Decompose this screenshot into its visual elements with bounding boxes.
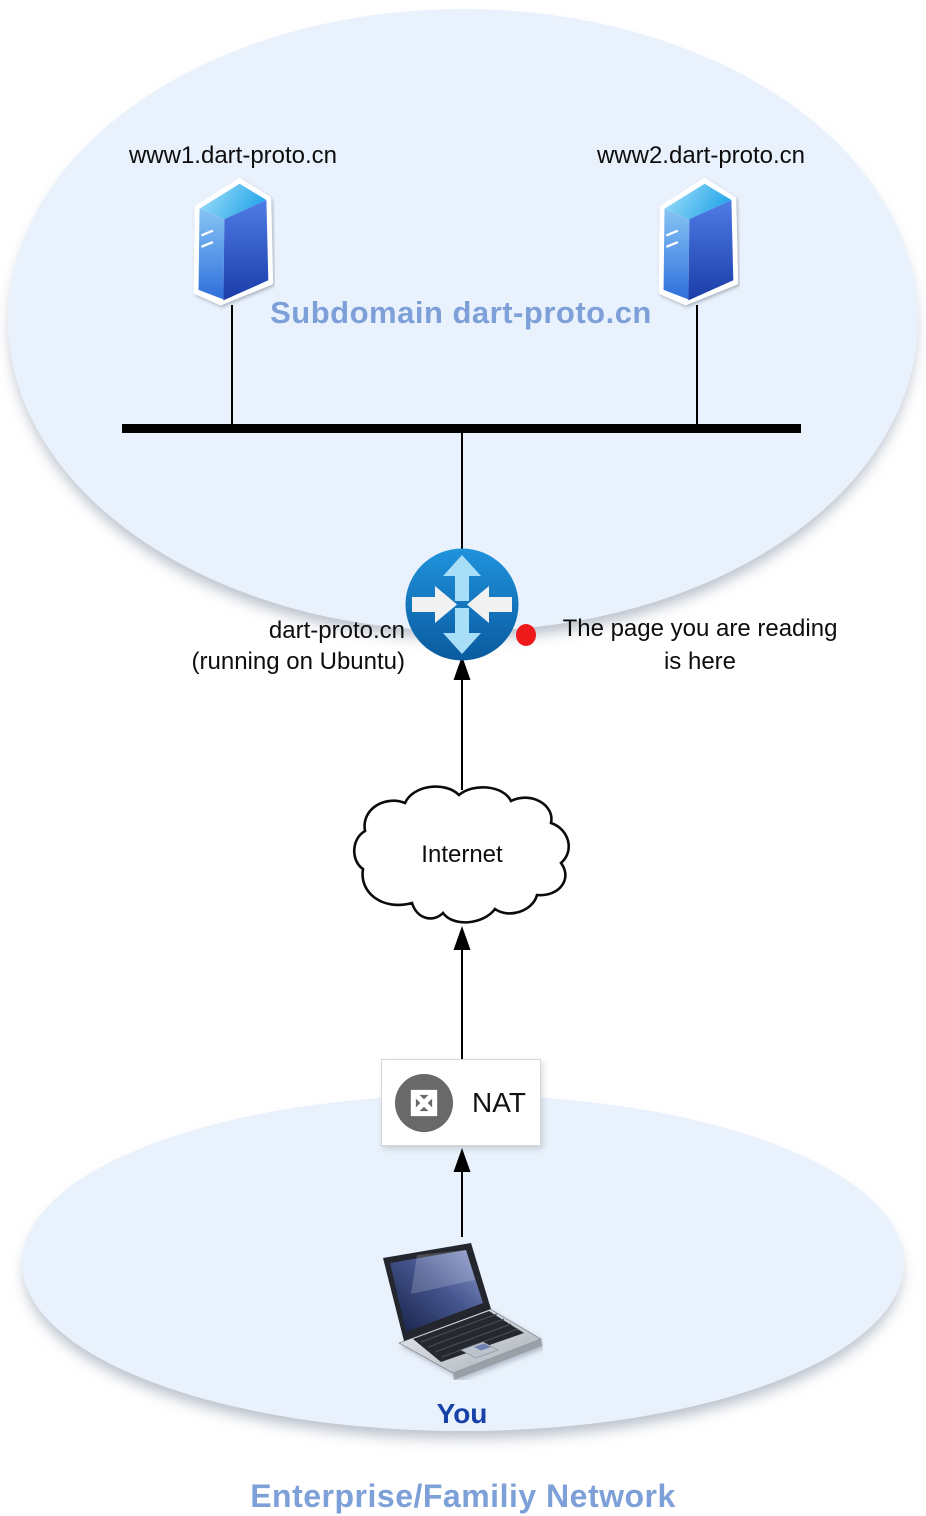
laptop-icon: [383, 1243, 542, 1380]
cloud-icon: [352, 785, 571, 924]
page-location-annotation: The page you are reading is here: [545, 612, 855, 678]
nat-router-icon: [394, 1073, 454, 1132]
server2-hostname: www2.dart-proto.cn: [596, 142, 806, 169]
you-label: You: [436, 1398, 488, 1429]
router-icon: [405, 548, 519, 661]
router-name-label: dart-proto.cn (running on Ubuntu): [150, 615, 405, 677]
annotation-line2: is here: [663, 648, 737, 675]
arrow-up-icon: [453, 926, 471, 950]
server-tower-icon: [658, 178, 739, 306]
arrow-up-icon: [453, 656, 471, 680]
subdomain-title: Subdomain dart-proto.cn: [270, 295, 652, 330]
router-name-line2: (running on Ubuntu): [191, 648, 405, 675]
annotation-line1: The page you are reading: [562, 615, 838, 642]
server1-hostname: www1.dart-proto.cn: [128, 142, 338, 169]
router-arrow-down: [443, 608, 481, 654]
router-arrow-up: [443, 555, 481, 601]
router-arrow-inward-left: [412, 586, 457, 623]
server-tower-icon: [193, 178, 274, 306]
red-dot-marker: [516, 624, 536, 646]
arrow-up-icon: [453, 1148, 471, 1172]
enterprise-network-title: Enterprise/Familiy Network: [250, 1478, 676, 1514]
ethernet-bus-line: [122, 424, 801, 433]
nat-box: NAT: [381, 1059, 541, 1146]
router-arrow-inward-right: [467, 586, 512, 623]
router-name-line1: dart-proto.cn: [268, 617, 405, 644]
nat-label: NAT: [472, 1086, 526, 1118]
internet-label: Internet: [421, 841, 503, 868]
